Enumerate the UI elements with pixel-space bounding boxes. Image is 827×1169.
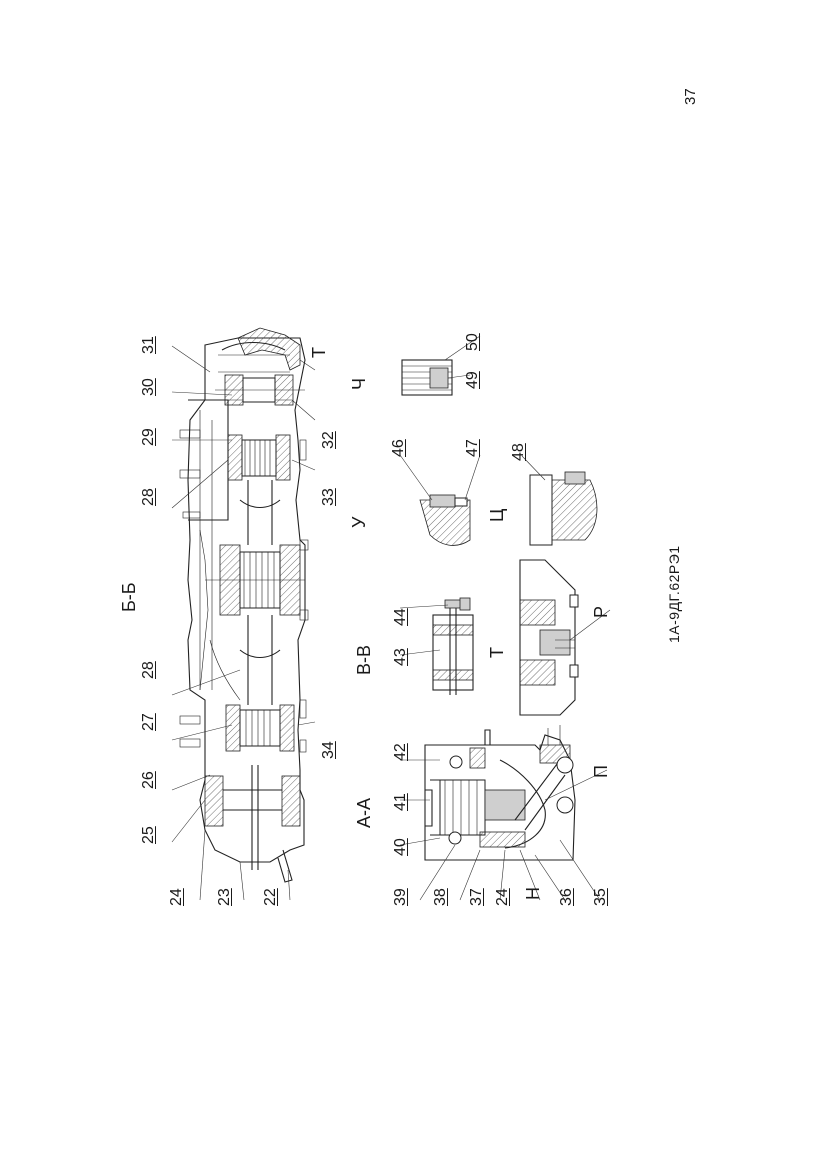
callout-23: 23 (216, 888, 233, 906)
callout-41: 41 (392, 793, 409, 811)
section-label-ts: Ц (487, 508, 507, 522)
callout-49: 49 (464, 371, 481, 389)
callout-42: 42 (392, 743, 409, 761)
callout-30: 30 (140, 378, 157, 396)
section-label-n: Н (523, 887, 543, 900)
callout-38: 38 (432, 888, 449, 906)
callout-39: 39 (392, 888, 409, 906)
section-aa-drawing (424, 725, 576, 861)
view-ts-drawing (529, 471, 598, 546)
callout-43: 43 (392, 648, 409, 666)
document-code: 1А-9ДГ.62РЭ1 (666, 545, 682, 643)
callout-34: 34 (320, 741, 337, 759)
callout-44: 44 (392, 608, 409, 626)
callout-24-bb: 24 (168, 888, 185, 906)
section-label-t-top: Т (309, 347, 329, 358)
view-t-drawing (519, 559, 579, 716)
section-label-u: У (349, 516, 369, 528)
callout-40: 40 (392, 838, 409, 856)
callout-22: 22 (262, 888, 279, 906)
callout-47: 47 (464, 439, 481, 457)
page-number: 37 (682, 88, 699, 105)
section-label-aa: А-А (354, 797, 374, 828)
callout-28-upper: 28 (140, 488, 157, 506)
section-label-bb: Б-Б (119, 582, 139, 612)
callout-37: 37 (468, 888, 485, 906)
section-label-r: Р (591, 605, 611, 618)
callout-35: 35 (592, 888, 609, 906)
view-ch-drawing (401, 359, 453, 396)
section-label-vv: В-В (354, 644, 374, 675)
callout-36: 36 (558, 888, 575, 906)
callout-32: 32 (320, 431, 337, 449)
callout-50: 50 (464, 333, 481, 351)
section-label-p: П (591, 765, 611, 778)
callout-26: 26 (140, 771, 157, 789)
callout-25: 25 (140, 826, 157, 844)
callout-48: 48 (510, 443, 527, 461)
section-vv-drawing (432, 597, 474, 695)
section-bb-drawing (179, 327, 309, 883)
section-label-ch: Ч (349, 378, 369, 390)
leader-lines (171, 335, 611, 901)
view-u-drawing (419, 494, 471, 546)
callout-31: 31 (140, 336, 157, 354)
callout-46: 46 (390, 439, 407, 457)
callout-27: 27 (140, 713, 157, 731)
callout-28-lower: 28 (140, 661, 157, 679)
section-label-t-view: Т (487, 647, 507, 658)
callout-29: 29 (140, 428, 157, 446)
callout-24-aa: 24 (494, 888, 511, 906)
callout-33: 33 (320, 488, 337, 506)
